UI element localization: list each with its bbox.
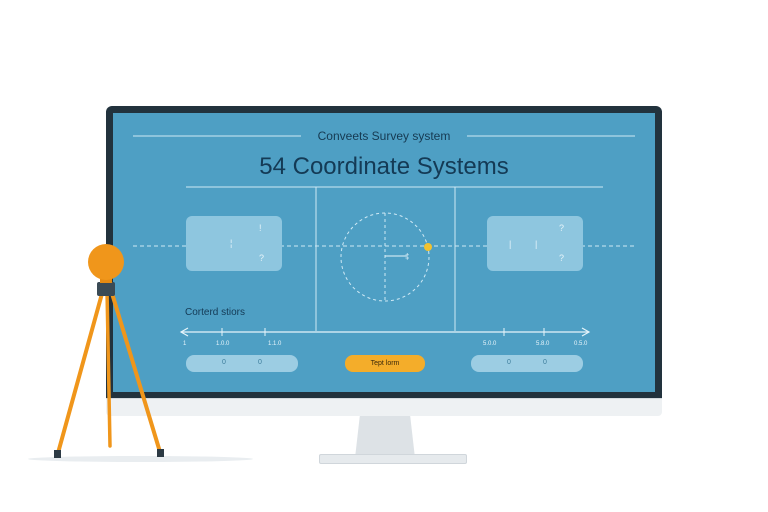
card-mark: ! (259, 223, 262, 233)
tripod-leg-foot (54, 450, 61, 458)
tripod-leg-right (109, 288, 162, 454)
tick-label: 1 (183, 341, 187, 347)
card-mark: ? (259, 253, 265, 263)
tripod-sensor-head (88, 244, 124, 280)
center-readout: ‡ (405, 252, 410, 261)
survey-tripod-illustration (54, 244, 164, 458)
tripod-mount (97, 282, 115, 296)
bottom-axis-right-arrow (581, 327, 591, 337)
screen-subtitle: Conveets Survey system (317, 129, 451, 143)
card-mark: | (535, 239, 538, 249)
tripod-leg-left (56, 288, 105, 455)
left-value-pill[interactable]: 0 0 (186, 355, 298, 372)
tick-label: 1.0.0 (216, 341, 230, 347)
page-title: 54 Coordinate Systems (259, 153, 509, 180)
pill-value: 0 (258, 359, 262, 366)
monitor-stand-neck (355, 416, 415, 458)
section-label: Corterd stiors (185, 307, 246, 318)
tick-label: 5.8.0 (536, 341, 550, 347)
monitor-screen: Conveets Survey system 54 Coordinate Sys… (113, 113, 655, 392)
left-card[interactable]: ! ¦ ? (186, 216, 282, 271)
card-mark: ¦ (230, 238, 233, 248)
monitor-stand-base (319, 454, 467, 464)
pill-value: 0 (222, 359, 226, 366)
tripod-leg-foot (157, 449, 164, 457)
tick-label: 1.1.0 (268, 341, 282, 347)
pill-value: 0 (543, 359, 547, 366)
bottom-axis-left-arrow (179, 327, 189, 337)
screen-graphics (133, 135, 635, 337)
floor-shadow (28, 456, 253, 462)
card-mark: | (509, 239, 512, 249)
monitor-chin (106, 398, 662, 416)
card-mark: ? (559, 223, 565, 233)
pill-value: 0 (507, 359, 511, 366)
tick-label: 5.0.0 (483, 341, 497, 347)
test-form-button[interactable]: Tept lorm (345, 355, 425, 372)
tick-label: 0.5.0 (574, 341, 588, 347)
tripod-leg-center (105, 288, 112, 448)
right-card[interactable]: ? | | ? (487, 216, 583, 271)
right-value-pill[interactable]: 0 0 (471, 355, 583, 372)
target-point (424, 243, 432, 251)
coordinate-circle (340, 212, 430, 302)
card-mark: ? (559, 253, 565, 263)
